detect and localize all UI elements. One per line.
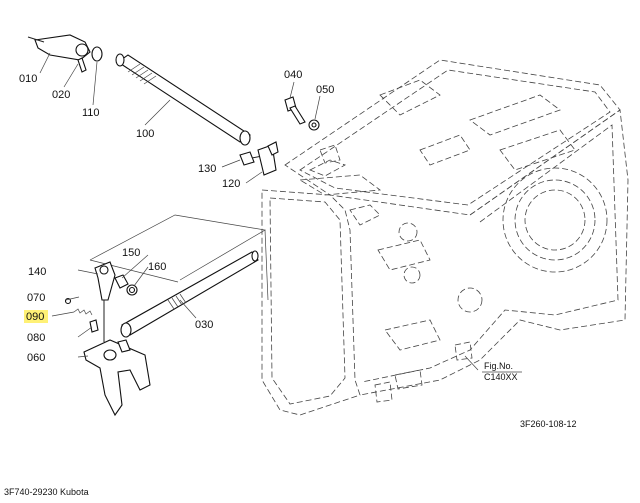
callout-120: 120	[222, 178, 240, 190]
lower-shift-shaft-030	[120, 250, 259, 338]
ring-110	[91, 46, 103, 62]
callout-010: 010	[19, 73, 37, 85]
footer-part-number: 3F740-29230 Kubota	[4, 487, 89, 497]
fig-no-label: Fig.No.	[484, 361, 513, 371]
washer-050	[308, 119, 320, 131]
rod-end-140	[94, 261, 116, 342]
shift-fork-060	[83, 339, 151, 417]
shift-lever-010	[27, 34, 91, 61]
callout-110: 110	[82, 107, 100, 119]
callout-130: 130	[198, 163, 216, 175]
callout-020: 020	[52, 89, 70, 101]
callout-040: 040	[284, 69, 302, 81]
transmission-housing	[261, 59, 629, 416]
upper-shift-shaft	[115, 53, 251, 146]
callout-160: 160	[148, 261, 166, 273]
leader-lines	[39, 52, 479, 371]
ring-160	[126, 284, 138, 296]
bolt-040	[284, 96, 306, 125]
bracket-120	[257, 141, 279, 176]
fig-no-value: C140XX	[484, 372, 518, 382]
callout-150: 150	[122, 247, 140, 259]
nut-150	[114, 274, 129, 289]
spring-pin-090	[73, 308, 93, 316]
callout-070: 070	[27, 292, 45, 304]
callout-140: 140	[28, 266, 46, 278]
callout-100: 100	[136, 128, 154, 140]
drawing-code: 3F260-108-12	[520, 419, 577, 429]
callout-labels: 010 020 110 100 040 050 130 120 140 150 …	[19, 69, 577, 429]
callout-030: 030	[195, 319, 213, 331]
callout-060: 060	[27, 352, 45, 364]
callout-080: 080	[27, 332, 45, 344]
callout-090: 090	[26, 311, 44, 323]
spring-080	[89, 319, 99, 333]
callout-050: 050	[316, 84, 334, 96]
callout-090-highlight	[24, 310, 48, 323]
pin-020	[77, 57, 87, 73]
